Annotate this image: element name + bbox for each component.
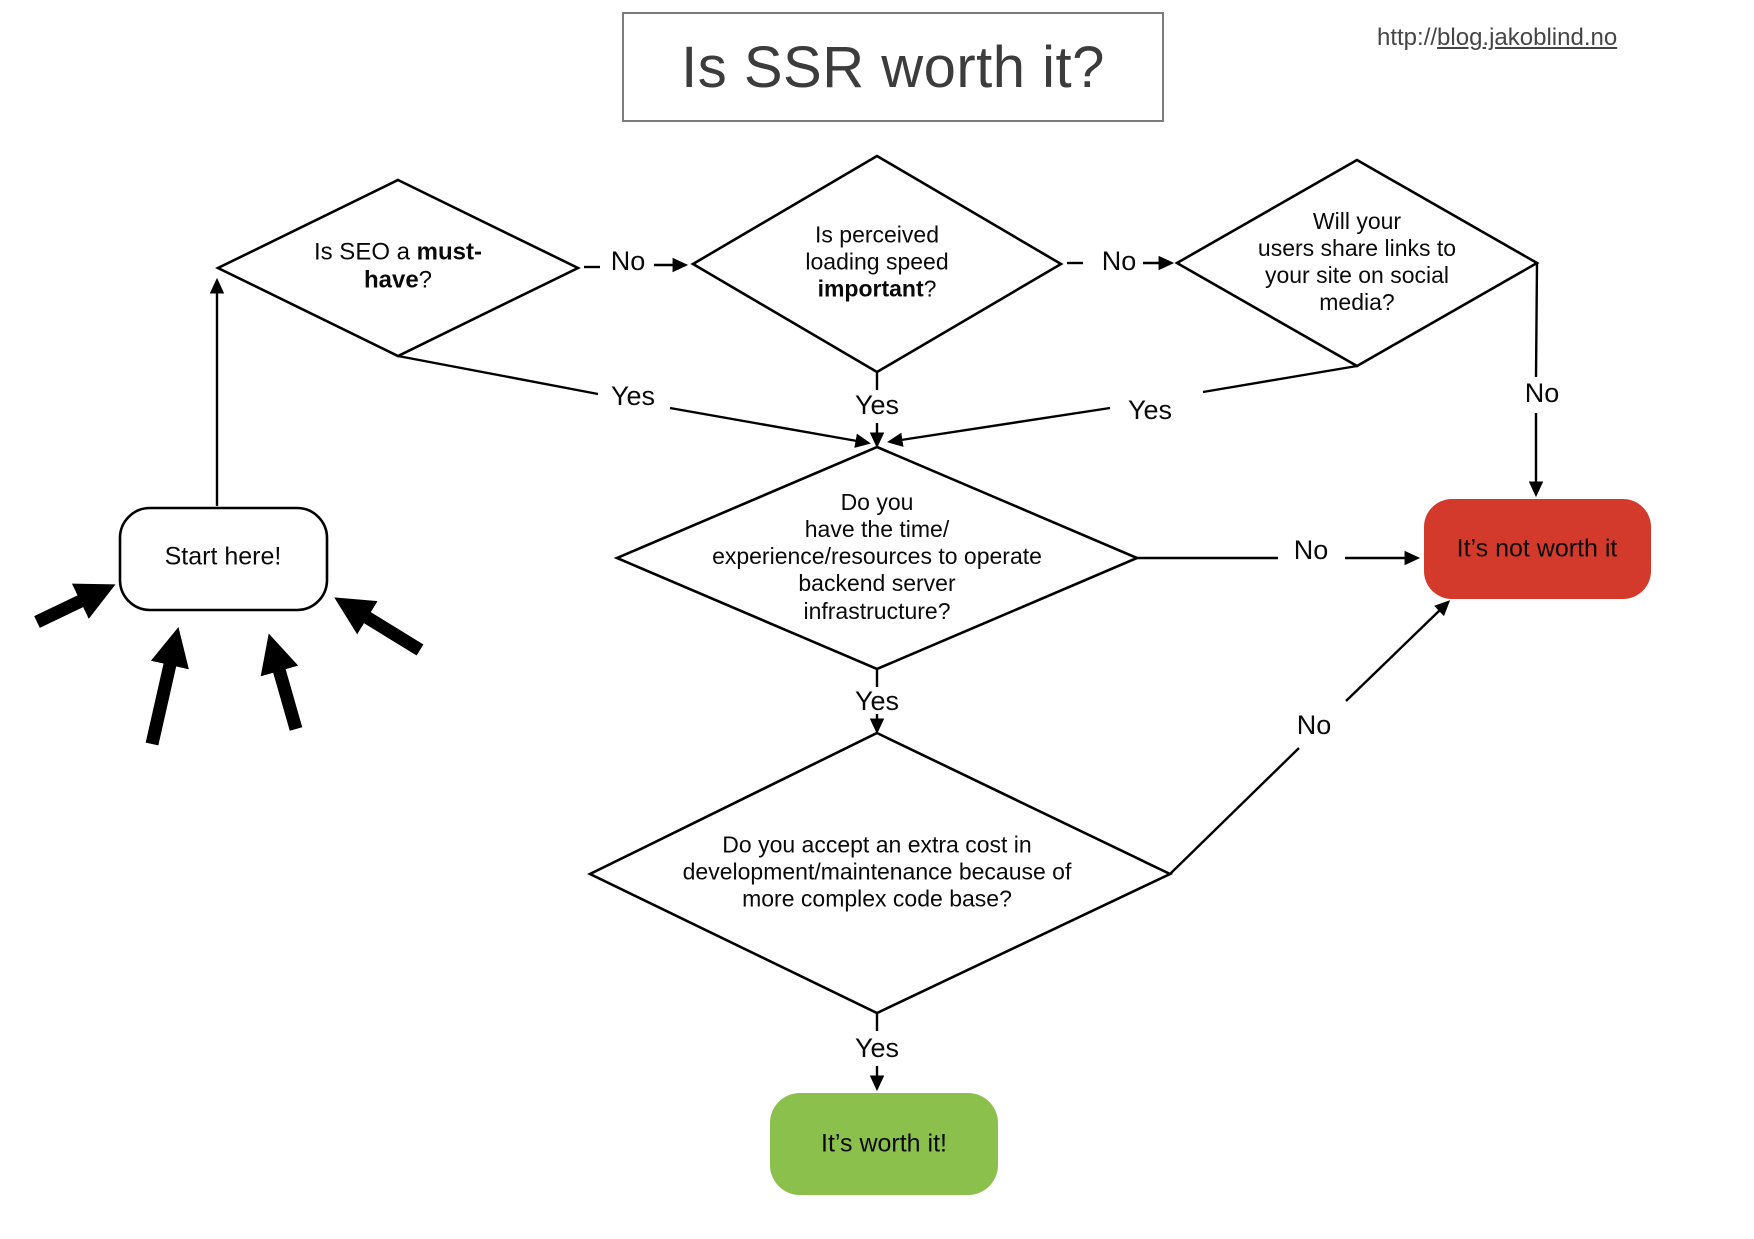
backend-diamond-label: Do you have the time/ experience/resourc… xyxy=(712,489,1042,624)
edge-cost-no-a xyxy=(1169,747,1300,875)
start-node-shape xyxy=(118,506,329,612)
seo-diamond-shape xyxy=(215,178,581,358)
speed-diamond-shape xyxy=(690,154,1064,374)
speed-yes-label: Yes xyxy=(854,390,900,421)
worth-node-shape xyxy=(770,1093,998,1195)
worth-node-label: It’s worth it! xyxy=(821,1129,947,1158)
edge-social-no-a xyxy=(1534,262,1539,378)
start-arrow-right-icon xyxy=(334,597,424,656)
edge-social-yes-b xyxy=(887,406,1111,447)
start-node-label: Start here! xyxy=(164,542,282,571)
start-pointer-arrows xyxy=(34,583,424,746)
blog-url-domain: blog.jakoblind.no xyxy=(1437,24,1618,51)
backend-no-label: No xyxy=(1293,535,1329,566)
start-arrow-left-icon xyxy=(34,583,116,628)
seo-diamond-label: Is SEO a must-have? xyxy=(313,238,483,294)
cost-no-label: No xyxy=(1296,710,1332,741)
not-worth-node-shape xyxy=(1424,499,1651,599)
edge-social-yes-a xyxy=(1202,364,1358,394)
title-box: Is SSR worth it? xyxy=(622,12,1164,122)
seo-yes-label: Yes xyxy=(610,381,656,412)
page-title: Is SSR worth it? xyxy=(681,34,1105,100)
seo-no-label: No xyxy=(610,246,646,277)
blog-url: http://blog.jakoblind.no xyxy=(1377,24,1617,52)
speed-no-label: No xyxy=(1101,246,1137,277)
cost-diamond-label: Do you accept an extra cost in developme… xyxy=(682,831,1072,912)
start-arrow-bottom-right-icon xyxy=(260,633,303,731)
backend-yes-label: Yes xyxy=(854,686,900,717)
social-yes-label: Yes xyxy=(1127,395,1173,426)
social-diamond-label: Will your users share links to your site… xyxy=(1257,207,1457,316)
backend-diamond-shape xyxy=(613,445,1141,671)
blog-url-scheme: http:// xyxy=(1377,24,1438,51)
cost-yes-label: Yes xyxy=(854,1033,900,1064)
start-arrow-bottom-left-icon xyxy=(145,627,189,746)
decision-shapes xyxy=(215,154,1540,1015)
not-worth-node-label: It’s not worth it xyxy=(1456,534,1618,563)
edge-seo-yes-b xyxy=(669,406,871,448)
connector-lines xyxy=(209,255,1544,1092)
social-no-label: No xyxy=(1524,378,1560,409)
edge-cost-no-b xyxy=(1345,600,1451,702)
speed-diamond-label: Is perceived loading speed important? xyxy=(805,221,949,302)
cost-diamond-shape xyxy=(587,731,1174,1015)
edge-seo-yes-a xyxy=(397,354,599,396)
social-diamond-shape xyxy=(1174,158,1540,368)
